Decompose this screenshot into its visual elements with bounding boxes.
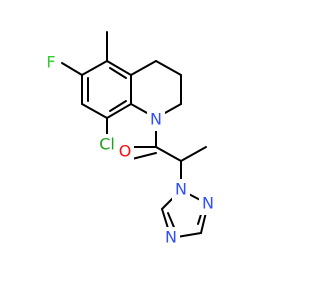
bond xyxy=(81,103,108,119)
bond xyxy=(180,146,207,162)
atom-background xyxy=(42,50,60,72)
atom-background xyxy=(147,109,165,131)
atom-o: O xyxy=(119,142,132,161)
atom-background xyxy=(92,134,122,156)
atom-n-amide: N xyxy=(150,110,162,129)
atom-background xyxy=(162,227,180,249)
bond-layer xyxy=(61,31,209,239)
atom-cl: Cl xyxy=(99,135,115,154)
f-bond xyxy=(61,62,83,76)
bond xyxy=(81,60,108,76)
atom-n-triazole-2: N xyxy=(202,194,214,213)
bond xyxy=(106,103,132,119)
atom-background xyxy=(199,193,217,215)
atom-n-triazole-1: N xyxy=(175,180,187,199)
molecule-structure: F Cl N O N N N xyxy=(42,31,217,249)
bond xyxy=(130,60,157,76)
atom-background xyxy=(172,179,190,201)
bond xyxy=(155,60,182,76)
atom-n-triazole-4: N xyxy=(165,228,177,247)
co-double-bond xyxy=(131,152,157,160)
atom-f: F xyxy=(46,53,55,72)
double-bond-inner xyxy=(109,67,127,79)
atom-background xyxy=(116,141,134,163)
double-bond-inner xyxy=(109,100,127,112)
bond xyxy=(155,146,182,162)
bond xyxy=(106,60,132,76)
atom-layer: F Cl N O N N N xyxy=(42,50,217,249)
